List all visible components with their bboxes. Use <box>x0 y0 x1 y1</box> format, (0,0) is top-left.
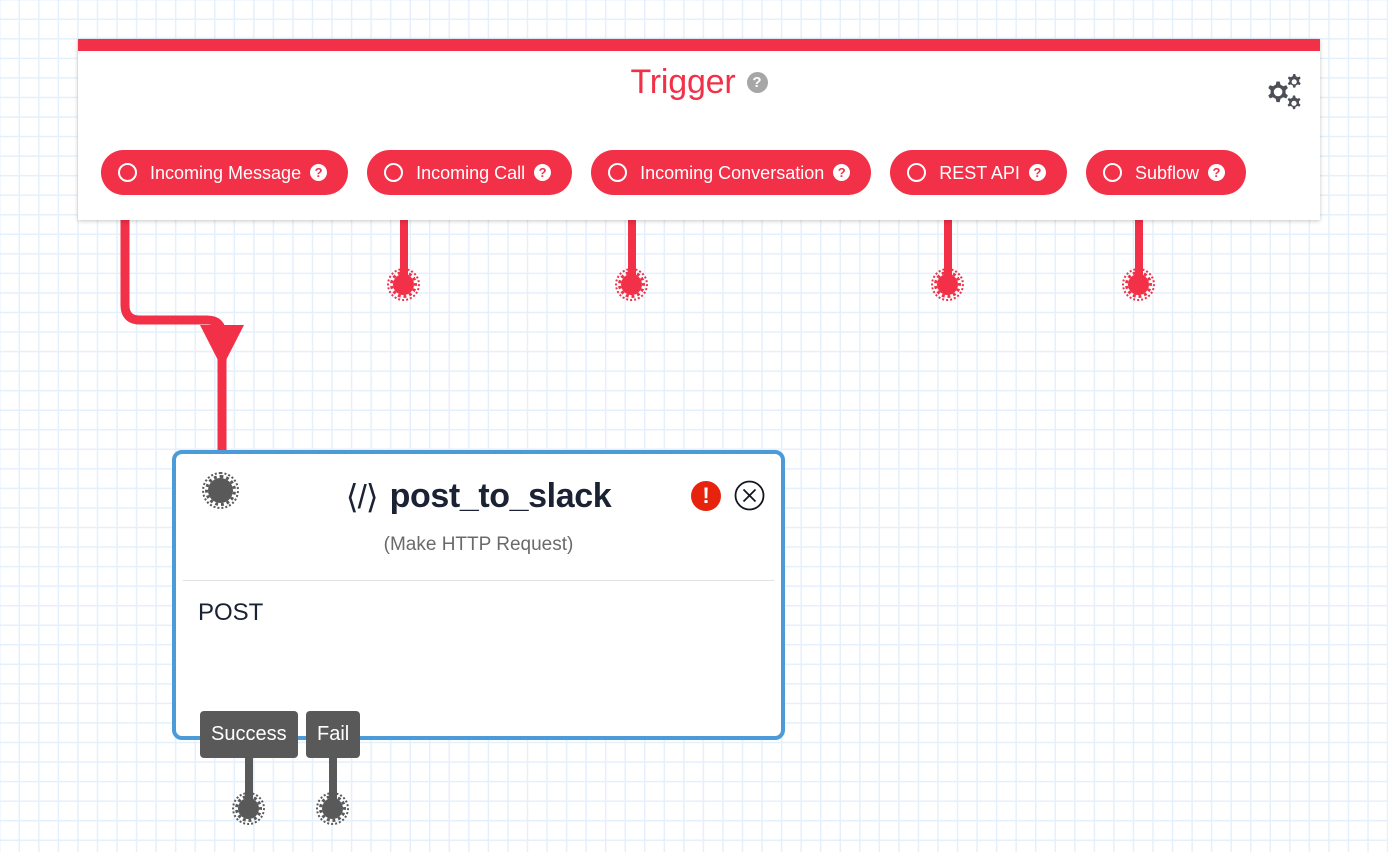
node-body: POST <box>176 581 781 625</box>
trigger-pill-label: Incoming Call <box>416 162 526 183</box>
wire-arrowhead-incoming-message <box>200 325 244 368</box>
help-icon[interactable]: ? <box>1028 164 1046 181</box>
trigger-pill-label: Incoming Conversation <box>640 162 825 183</box>
node-subtitle: (Make HTTP Request) <box>383 534 574 555</box>
port-incoming-call[interactable] <box>387 268 420 301</box>
trigger-title: Trigger <box>630 63 736 101</box>
gears-icon[interactable] <box>1259 71 1305 115</box>
radio-circle-icon <box>907 163 927 182</box>
trigger-pill-label: REST API <box>939 162 1020 183</box>
help-icon[interactable]: ? <box>310 164 328 181</box>
radio-circle-icon <box>384 163 404 182</box>
help-icon[interactable]: ? <box>534 164 552 181</box>
trigger-accent-bar <box>78 39 1320 51</box>
trigger-title-row: Trigger ? <box>78 51 1320 113</box>
error-icon[interactable]: ! <box>691 480 721 511</box>
node-divider <box>183 580 774 581</box>
trigger-help-icon[interactable]: ? <box>746 71 768 93</box>
port-fail[interactable] <box>316 792 349 825</box>
output-tab-fail[interactable]: Fail <box>306 711 361 758</box>
trigger-pill-label: Subflow <box>1134 162 1199 183</box>
code-brackets-icon: ⟨/⟩ <box>345 477 379 515</box>
node-title: post_to_slack <box>389 477 612 515</box>
trigger-panel: Trigger ? Incoming Message ? <box>78 39 1320 220</box>
radio-circle-icon <box>1102 163 1122 182</box>
node-method-value: POST <box>198 599 264 626</box>
wire-incoming-message <box>120 195 227 463</box>
trigger-pill-subflow[interactable]: Subflow ? <box>1085 150 1246 195</box>
trigger-pill-incoming-conversation[interactable]: Incoming Conversation ? <box>591 150 872 195</box>
close-icon[interactable] <box>734 480 765 511</box>
help-icon[interactable]: ? <box>1207 164 1225 181</box>
output-tab-success[interactable]: Success <box>200 711 298 758</box>
port-rest-api[interactable] <box>931 268 964 301</box>
output-tab-label: Fail <box>317 723 350 745</box>
node-card-post-to-slack[interactable]: ⟨/⟩ post_to_slack ! (Make HTTP Request) … <box>172 450 785 740</box>
trigger-pill-rest-api[interactable]: REST API ? <box>890 150 1067 195</box>
node-actions: ! <box>691 480 765 511</box>
radio-circle-icon <box>118 163 137 182</box>
node-header: ⟨/⟩ post_to_slack ! <box>176 454 781 538</box>
port-incoming-conversation[interactable] <box>615 268 648 301</box>
port-node-input[interactable] <box>202 472 239 509</box>
node-title-group: ⟨/⟩ post_to_slack <box>345 477 612 515</box>
port-success[interactable] <box>232 792 265 825</box>
help-icon[interactable]: ? <box>833 164 851 181</box>
output-tab-label: Success <box>211 723 287 745</box>
port-subflow[interactable] <box>1122 268 1155 301</box>
trigger-pills-row: Incoming Message ? Incoming Call ? Incom… <box>101 150 1246 195</box>
trigger-pill-incoming-call[interactable]: Incoming Call ? <box>367 150 573 195</box>
trigger-pill-label: Incoming Message <box>150 162 302 183</box>
radio-circle-icon <box>608 163 628 182</box>
trigger-pill-incoming-message[interactable]: Incoming Message ? <box>101 150 349 195</box>
